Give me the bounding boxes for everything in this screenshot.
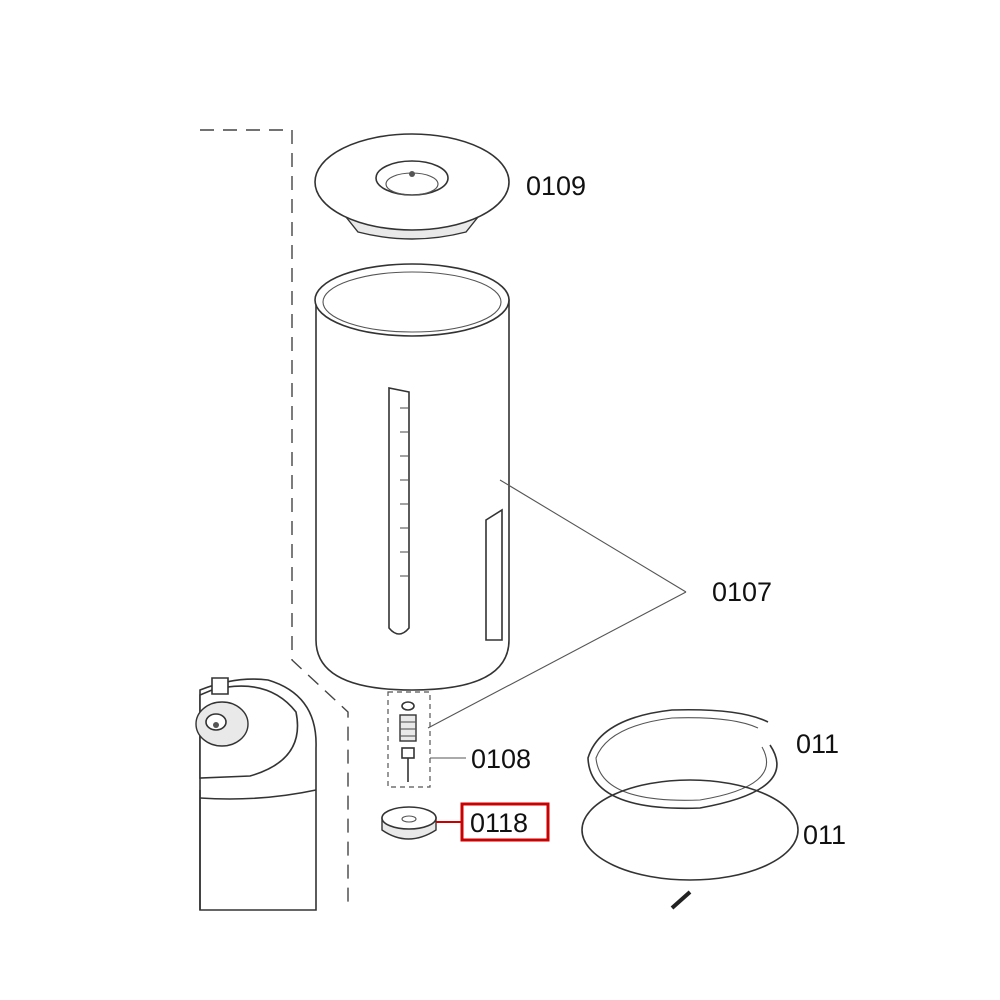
seal-part[interactable] [381, 806, 437, 840]
tank-leader-lines [427, 479, 687, 729]
partial-mark [670, 890, 692, 910]
label-0107: 0107 [712, 577, 772, 607]
ring-bottom-part[interactable] [581, 779, 799, 881]
label-011-bottom: 011 [803, 820, 846, 850]
dashed-boundary [200, 129, 349, 910]
label-0118: 0118 [470, 808, 528, 838]
highlight-box [460, 802, 550, 842]
lid-part[interactable] [314, 133, 510, 240]
highlight-0118[interactable]: 0118 [436, 802, 550, 842]
ring-top-part[interactable] [587, 708, 778, 810]
level-marks [400, 407, 409, 577]
valve-part[interactable] [387, 691, 466, 788]
label-011-top: 011 [796, 729, 839, 759]
label-0108: 0108 [471, 744, 531, 774]
label-0109: 0109 [526, 171, 586, 201]
tank-part[interactable] [314, 263, 510, 691]
adjacent-component [195, 677, 317, 911]
